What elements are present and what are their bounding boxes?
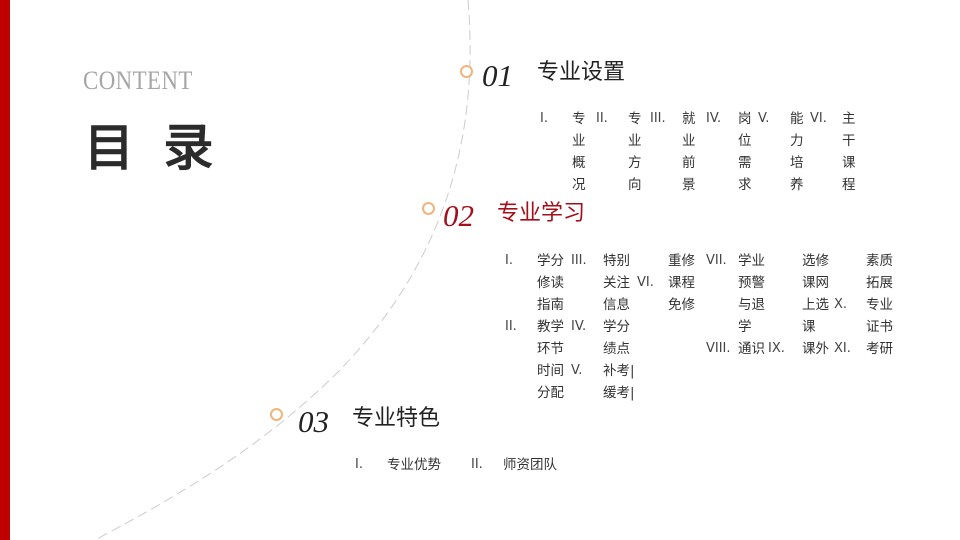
item-text[interactable]: 课外 [802,341,829,357]
item-text: 岗位需求 [738,111,752,193]
roman-numeral: VIII. [706,341,731,356]
item-text[interactable]: 补考|缓考| [603,363,635,401]
roman-numeral: I. [505,253,513,268]
roman-numeral: IV. [706,111,722,126]
item-text[interactable]: 教学环节时间分配 [537,319,564,401]
roman-numeral: VI. [810,111,827,126]
item-text[interactable]: 专业优势 [387,457,441,473]
roman-numeral: I. [355,457,363,472]
roman-numeral: V. [571,363,583,378]
item-text[interactable]: 学分修读指南 [537,253,564,313]
roman-numeral: XI. [834,341,851,356]
section-title[interactable]: 专业设置 [537,60,626,85]
roman-numeral: II. [505,319,517,334]
page-title: 目 录 [84,119,220,177]
item-text[interactable]: 特别关注信息 [603,253,630,313]
item-text[interactable]: 重修课程免修 [668,253,695,313]
roman-numeral: VII. [706,253,727,268]
item-text: 主干课程 [842,111,856,193]
timeline-dot-icon [422,202,435,215]
item-text[interactable]: 师资团队 [503,457,557,473]
left-accent-bar [0,0,10,540]
roman-numeral: X. [834,297,848,312]
item-text: 专业概况 [572,111,586,193]
roman-numeral: II. [596,111,608,126]
item-text: 能力培养 [790,111,804,193]
roman-numeral: VI. [637,275,654,290]
roman-numeral: II. [471,457,483,472]
section-title[interactable]: 专业特色 [352,406,441,431]
item-text[interactable]: 专业证书 [866,297,893,335]
roman-numeral: IX. [768,341,785,356]
roman-numeral: IV. [571,319,587,334]
timeline-dot-icon [460,65,473,78]
section-title[interactable]: 专业学习 [497,201,586,226]
item-text[interactable]: 学分绩点 [603,319,630,357]
roman-numeral: III. [650,111,666,126]
timeline-dot-icon [270,408,283,421]
item-text[interactable]: 学业预警与退学 [738,253,765,335]
section-number: 02 [443,198,474,233]
roman-numeral: I. [540,111,548,126]
item-text: 专业方向 [628,111,642,193]
section-number: 03 [298,404,329,439]
content-label: CONTENT [83,66,193,95]
item-text[interactable]: 素质拓展 [866,253,893,291]
item-text[interactable]: 考研 [866,341,893,357]
item-text[interactable]: 选修课网上选课 [802,253,829,335]
roman-numeral: III. [571,253,587,268]
section-number: 01 [482,58,513,93]
item-text[interactable]: 通识 [738,341,765,357]
item-text: 就业前景 [682,111,696,193]
roman-numeral: V. [758,111,770,126]
